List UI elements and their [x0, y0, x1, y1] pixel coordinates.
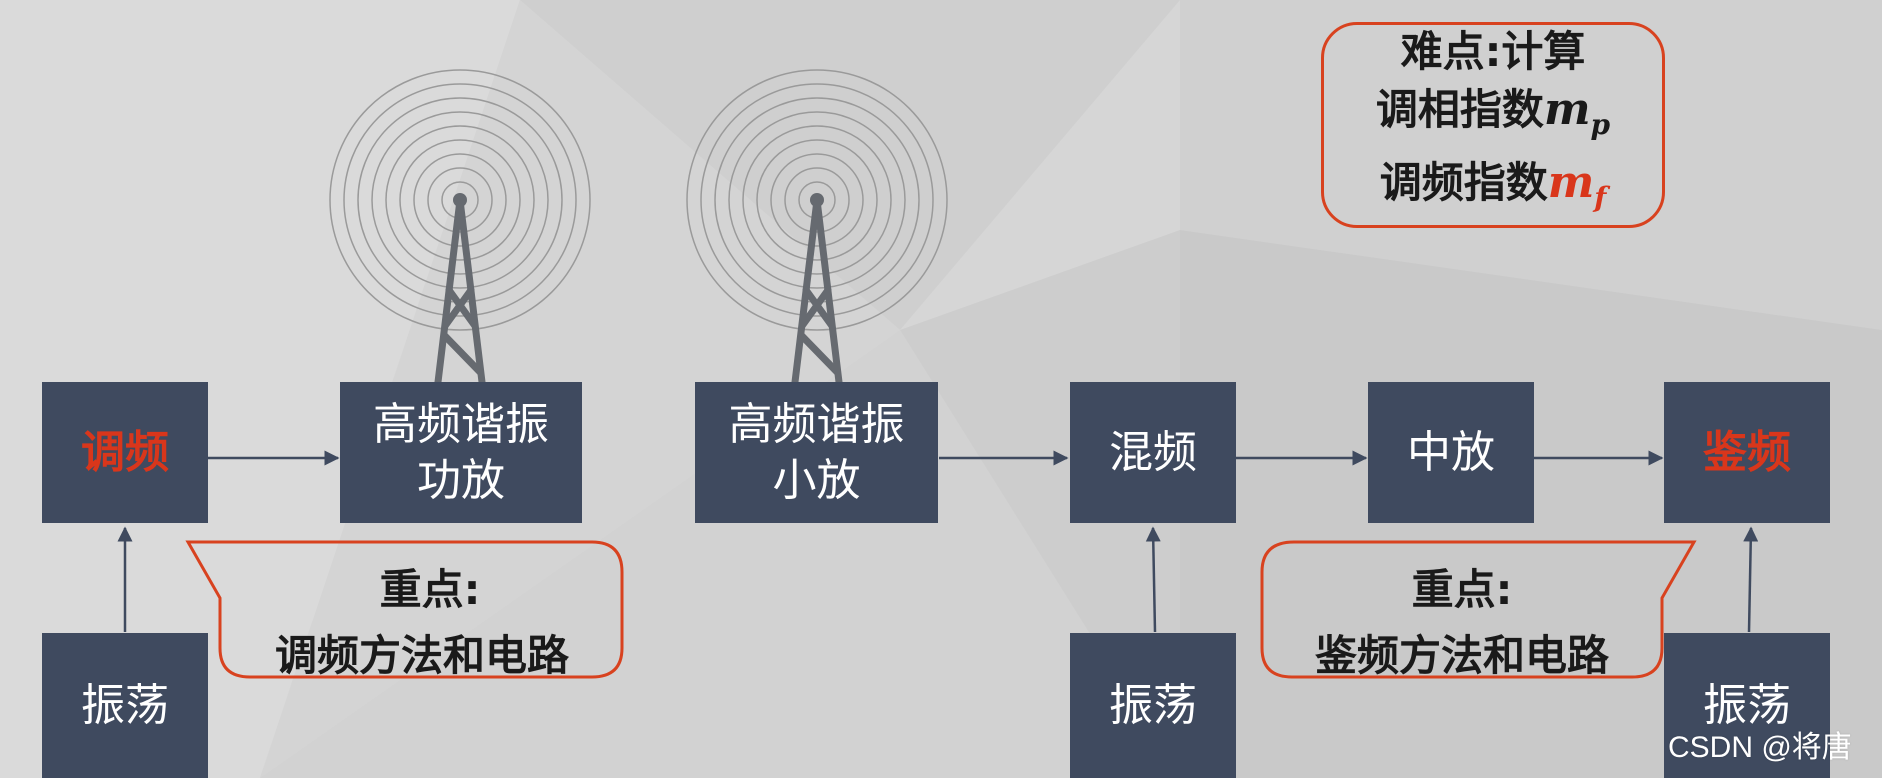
- oscillator-right-block: 振荡: [1664, 633, 1830, 778]
- fm-modulator-block: 调频: [42, 382, 208, 523]
- hf-power-amp-block: 高频谐振 功放: [340, 382, 582, 523]
- phase-index-symbol: mp: [1543, 84, 1611, 141]
- tower-icon: [791, 196, 843, 386]
- block-label: 鉴频: [1703, 426, 1791, 478]
- note-line-3-text: 调频指数: [1379, 158, 1548, 207]
- block-label: 混频: [1109, 426, 1197, 478]
- arrow: [1743, 526, 1759, 633]
- if-amp-block: 中放: [1368, 382, 1534, 523]
- block-label: 振荡: [1109, 679, 1197, 731]
- block-label: 调频: [81, 426, 169, 478]
- callout-right-title: 重点:: [1411, 565, 1513, 614]
- note-line-3: 调频指数mf: [1380, 154, 1607, 227]
- block-label: 中放: [1407, 426, 1495, 478]
- callout-right-body: 鉴频方法和电路: [1314, 631, 1609, 680]
- note-line-2: 调相指数mp: [1376, 81, 1610, 154]
- block-label-line1: 高频谐振: [728, 398, 905, 450]
- discriminator-block: 鉴频: [1664, 382, 1830, 523]
- tower-icon: [434, 196, 486, 386]
- watermark: CSDN @将唐: [1668, 731, 1852, 764]
- mixer-block: 混频: [1070, 382, 1236, 523]
- block-label: 振荡: [1703, 679, 1791, 731]
- note-line-1: 难点:计算: [1400, 27, 1586, 77]
- block-label-line1: 高频谐振: [373, 398, 549, 450]
- block-label-line2: 功放: [417, 454, 505, 506]
- callout-left-title: 重点:: [379, 565, 481, 614]
- oscillator-left-block: 振荡: [42, 633, 208, 778]
- frequency-index-symbol: mf: [1547, 157, 1607, 214]
- block-label: 振荡: [81, 679, 169, 731]
- callout-left-body: 调频方法和电路: [274, 631, 569, 680]
- difficulty-note: 难点:计算 调相指数mp 调频指数mf: [1321, 22, 1665, 228]
- callout-right-bubble: [1260, 540, 1697, 679]
- note-line-2-text: 调相指数: [1375, 85, 1544, 135]
- hf-small-amp-block: 高频谐振 小放: [695, 382, 938, 523]
- block-label-line2: 小放: [772, 454, 861, 506]
- arrow: [1145, 526, 1161, 633]
- callout-left-bubble: [185, 540, 624, 679]
- tower-icon: [686, 69, 948, 331]
- tower-icon: [329, 69, 591, 331]
- oscillator-mid-block: 振荡: [1070, 633, 1236, 778]
